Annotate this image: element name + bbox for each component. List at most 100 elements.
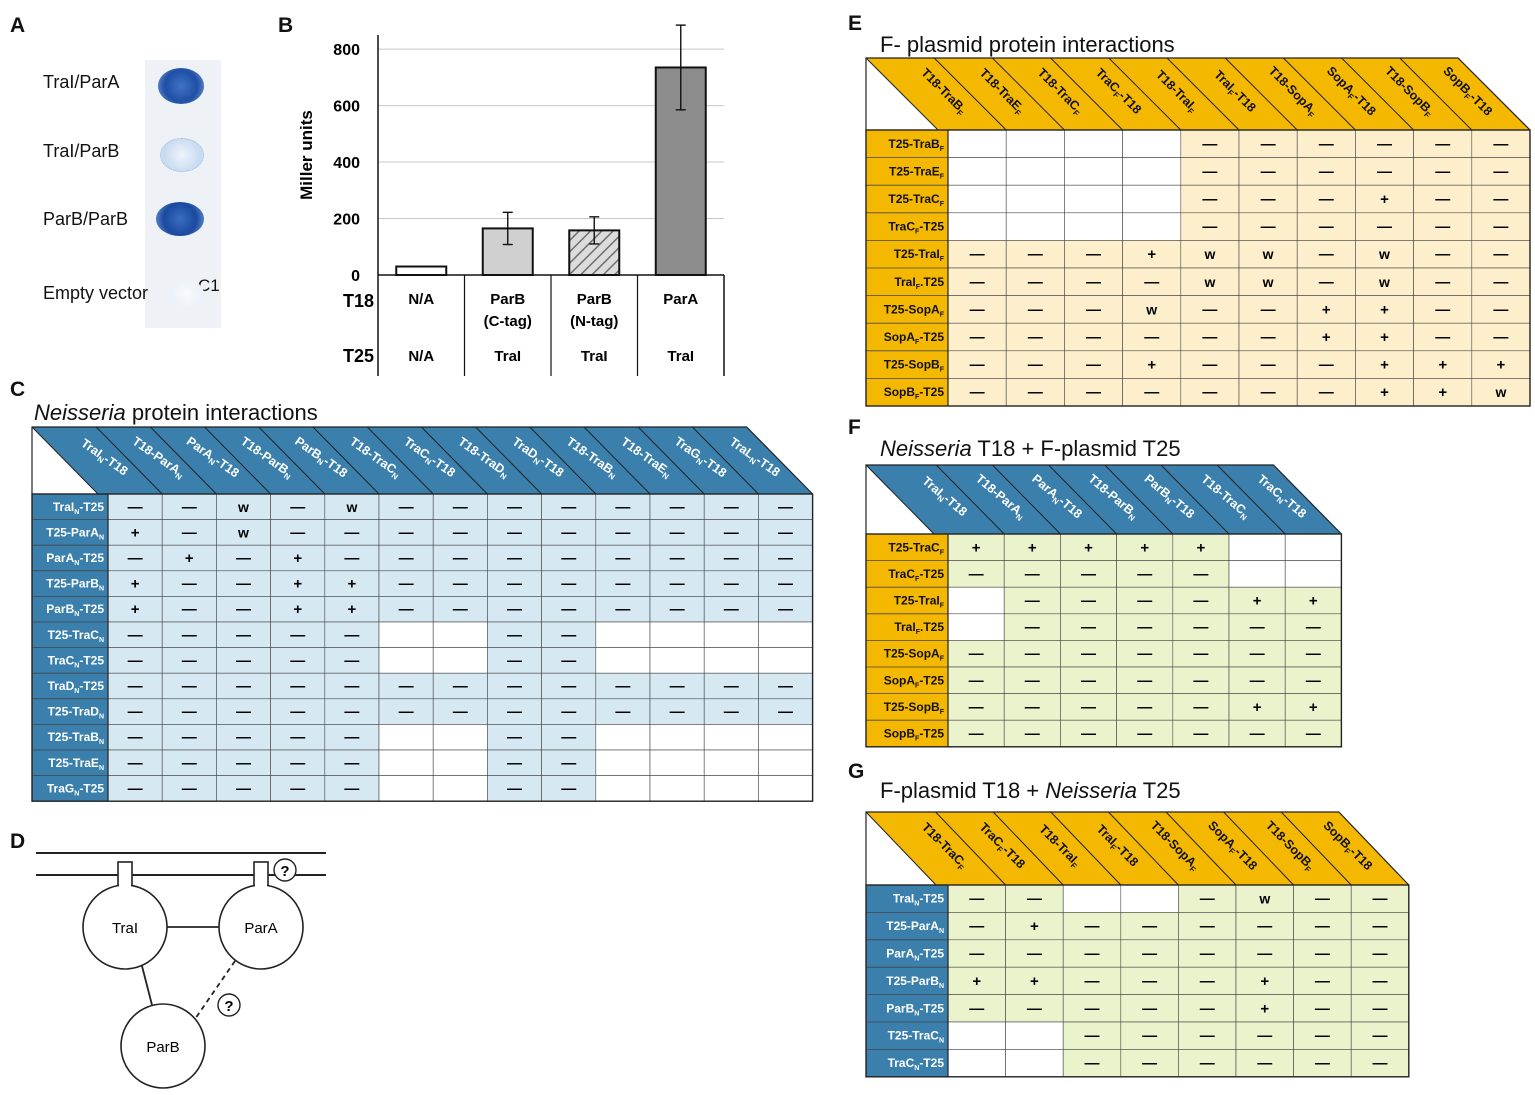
table-cell (541, 775, 597, 802)
table-cell (216, 775, 271, 802)
table-cell (541, 698, 597, 725)
table-cell (595, 724, 651, 751)
table-cell (432, 621, 488, 648)
table-cell (758, 621, 813, 648)
row-header: ParAN-T25 (46, 551, 104, 567)
table-cell (216, 647, 271, 674)
column-divider (1108, 57, 1182, 131)
cell-value: — (561, 550, 576, 567)
cell-value: — (615, 550, 630, 567)
table-cell (595, 698, 651, 725)
column-divider (1166, 57, 1240, 131)
column-divider (1280, 811, 1352, 886)
cell-value: — (1142, 1055, 1157, 1072)
cell-value: — (1086, 274, 1101, 291)
table-cell (161, 570, 217, 597)
table-cell (1293, 966, 1352, 995)
table-cell (947, 613, 1005, 641)
table-cell (216, 570, 271, 597)
cell-value: — (1193, 619, 1208, 636)
column-divider (992, 57, 1065, 131)
table-cell (1284, 533, 1342, 561)
cell-value: w (1203, 246, 1215, 262)
cell-value: — (1315, 973, 1330, 990)
table-cell (947, 939, 1006, 968)
table-border (865, 129, 1531, 407)
table-cell (1284, 586, 1342, 615)
table-cell (1122, 184, 1182, 214)
table-cell (1284, 640, 1342, 668)
cell-value: — (1435, 136, 1450, 153)
cell-value: — (128, 627, 143, 644)
cell-value: — (1493, 163, 1508, 180)
cell-value: + (972, 973, 981, 990)
table-cell (1350, 966, 1410, 995)
cell-value: — (1086, 384, 1101, 401)
cell-value: — (1202, 136, 1217, 153)
cell-value: + (1380, 384, 1389, 401)
table-cell (649, 672, 705, 700)
cell-value: — (344, 780, 359, 797)
para-node: ParA (218, 861, 304, 970)
column-divider (865, 464, 935, 535)
table-cell (107, 493, 163, 520)
cell-value: + (1438, 384, 1447, 401)
cell-value: — (1028, 274, 1043, 291)
table-cell (1116, 666, 1174, 694)
table-cell (649, 749, 705, 776)
cell-value: — (1315, 1055, 1330, 1072)
cell-value: — (1202, 191, 1217, 208)
table-cell (703, 570, 759, 597)
cell-value: + (131, 524, 140, 541)
cell-value: — (507, 601, 522, 618)
cell-value: — (399, 601, 414, 618)
cell-value: — (290, 524, 305, 541)
table-cell (947, 295, 1007, 324)
trai-parb-edge (141, 965, 153, 1006)
cell-value: — (1193, 699, 1208, 716)
cell-value: — (290, 499, 305, 516)
table-cell (541, 544, 597, 572)
cell-value: — (1373, 918, 1388, 935)
table-cell (947, 1021, 1006, 1050)
table-header-band (866, 812, 1409, 885)
cell-value: — (778, 550, 793, 567)
cell-value: — (615, 499, 630, 516)
row-header: T25-SopBF (884, 358, 945, 374)
category-t18-sublabel: (N-tag) (570, 313, 618, 330)
cell-value: — (1315, 1028, 1330, 1045)
table-cell (1471, 350, 1531, 379)
table-cell (378, 775, 434, 802)
cell-value: — (561, 678, 576, 695)
cell-value: — (290, 627, 305, 644)
cell-value: + (1438, 357, 1447, 374)
cell-value: — (182, 678, 197, 695)
cell-value: — (1144, 384, 1159, 401)
row-header: TraIF.T25 (894, 620, 944, 636)
row-header: T25-ParBN (46, 577, 104, 593)
table-cell (324, 724, 380, 751)
table-cell (1293, 994, 1352, 1023)
cell-value: + (348, 601, 357, 618)
cell-value: — (670, 601, 685, 618)
colony-spot-strong (158, 68, 204, 104)
table-cell (758, 672, 813, 700)
bar (395, 265, 448, 277)
cell-value: + (1147, 357, 1156, 374)
cell-value: — (1261, 191, 1276, 208)
cell-value: — (970, 246, 985, 263)
cell-value: — (1250, 672, 1265, 689)
table-cell (1413, 322, 1473, 352)
cell-value: — (1306, 619, 1321, 636)
table-cell (487, 724, 542, 751)
cell-value: — (670, 678, 685, 695)
cell-value: — (507, 755, 522, 772)
table-cell (270, 621, 326, 648)
row-header: TraIN-T25 (53, 500, 104, 516)
cell-value: — (1319, 219, 1334, 236)
row-header: T25-TraCF (888, 192, 944, 208)
cell-value: — (778, 678, 793, 695)
table-cell (1355, 157, 1414, 186)
cell-value: — (182, 627, 197, 644)
table-cell (487, 570, 542, 597)
